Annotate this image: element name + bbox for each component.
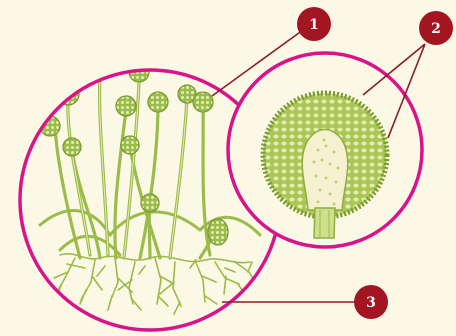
badge-3-text: 3 (366, 295, 376, 311)
sporangium-icon (89, 53, 111, 75)
sporangium-icon (208, 219, 228, 245)
sporangium-icon (121, 136, 139, 154)
columella (302, 130, 348, 211)
rhizoid-network (54, 254, 264, 314)
sporangium-icon (193, 92, 213, 112)
badge-1-text: 1 (309, 17, 319, 33)
sporangium-icon (141, 194, 159, 212)
stalk (314, 208, 335, 238)
sporangium-icon (116, 96, 136, 116)
badge-2-text: 2 (431, 21, 441, 37)
badge-2: 2 (419, 11, 453, 45)
sporangium-icon (148, 92, 168, 112)
badge-3: 3 (354, 285, 388, 319)
badge-1: 1 (297, 7, 331, 41)
sporangium-icon (63, 138, 81, 156)
colony-view (40, 53, 264, 314)
